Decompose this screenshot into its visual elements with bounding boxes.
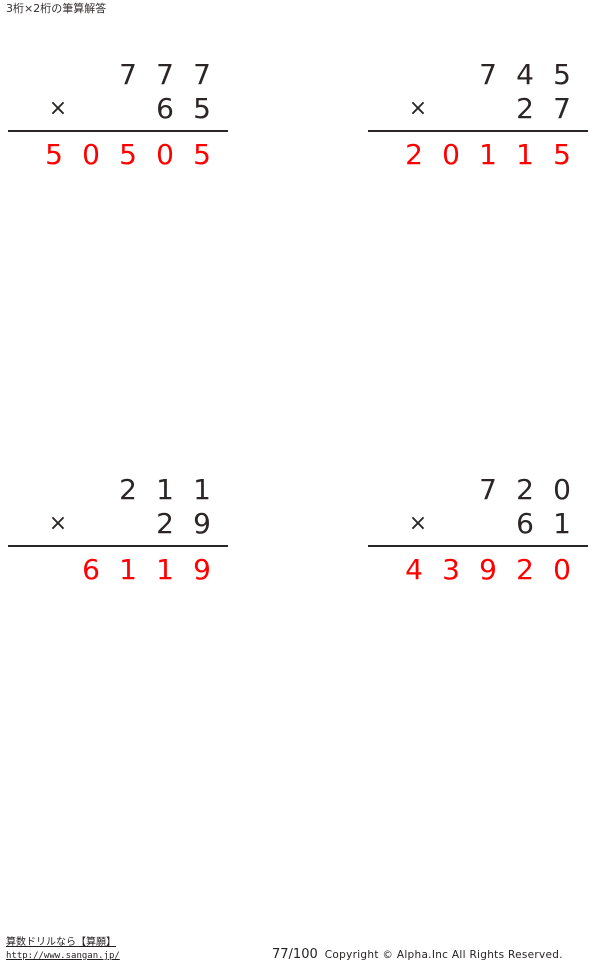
digit-cell: 2: [516, 92, 534, 125]
answer-digit-cell: 2: [405, 138, 423, 171]
problem-bottom-right: 7 2 0 × 6 1 4 3 9 2 0: [360, 473, 592, 593]
multiply-operator-icon: ×: [48, 511, 68, 536]
problem-top-left: 7 7 7 × 6 5 5 0 5 0 5: [0, 58, 232, 178]
answer-digit-cell: 1: [516, 138, 534, 171]
digit-cell: 7: [156, 58, 174, 91]
digit-cell: 1: [193, 473, 211, 506]
multiplier-row: 6 5: [0, 92, 232, 126]
digit-cell: 2: [119, 473, 137, 506]
calculation-rule: [8, 130, 228, 132]
digit-cell: 7: [479, 473, 497, 506]
answer-row: 2 0 1 1 5: [360, 138, 592, 172]
multiplicand-row: 7 7 7: [0, 58, 232, 92]
answer-row: 6 1 1 9: [0, 553, 232, 587]
digit-cell: 2: [156, 507, 174, 540]
multiply-operator-icon: ×: [408, 511, 428, 536]
multiply-operator-icon: ×: [408, 96, 428, 121]
footer-site-credit: 算数ドリルなら【算願】 http://www.sangan.jp/: [6, 936, 120, 963]
multiplicand-row: 7 2 0: [360, 473, 592, 507]
digit-cell: 4: [516, 58, 534, 91]
digit-cell: 6: [156, 92, 174, 125]
answer-digit-cell: 5: [553, 138, 571, 171]
answer-digit-cell: 5: [119, 138, 137, 171]
answer-digit-cell: 1: [479, 138, 497, 171]
digit-cell: 0: [553, 473, 571, 506]
answer-digit-cell: 5: [193, 138, 211, 171]
digit-cell: 6: [516, 507, 534, 540]
calculation-rule: [368, 130, 588, 132]
digit-cell: 2: [516, 473, 534, 506]
multiplicand-row: 2 1 1: [0, 473, 232, 507]
multiplier-row: 2 7: [360, 92, 592, 126]
digit-cell: 7: [479, 58, 497, 91]
page-number: 77/100: [272, 947, 318, 962]
answer-digit-cell: 0: [156, 138, 174, 171]
problem-bottom-left: 2 1 1 × 2 9 6 1 1 9: [0, 473, 232, 593]
page-footer: 算数ドリルなら【算願】 http://www.sangan.jp/ 77/100…: [0, 934, 600, 968]
footer-site-name: 算数ドリルなら【算願】: [6, 937, 116, 948]
digit-cell: 7: [553, 92, 571, 125]
answer-row: 5 0 5 0 5: [0, 138, 232, 172]
calculation-rule: [8, 545, 228, 547]
digit-cell: 9: [193, 507, 211, 540]
problem-top-right: 7 4 5 × 2 7 2 0 1 1 5: [360, 58, 592, 178]
multiplicand-row: 7 4 5: [360, 58, 592, 92]
answer-digit-cell: 0: [553, 553, 571, 586]
answer-digit-cell: 6: [82, 553, 100, 586]
answer-digit-cell: 4: [405, 553, 423, 586]
digit-cell: 1: [156, 473, 174, 506]
digit-cell: 7: [193, 58, 211, 91]
multiply-operator-icon: ×: [48, 96, 68, 121]
digit-cell: 5: [553, 58, 571, 91]
digit-cell: 1: [553, 507, 571, 540]
footer-site-url-link[interactable]: http://www.sangan.jp/: [6, 951, 120, 961]
answer-digit-cell: 9: [479, 553, 497, 586]
answer-digit-cell: 1: [156, 553, 174, 586]
answer-digit-cell: 5: [45, 138, 63, 171]
copyright-notice: Copyright © Alpha.Inc All Rights Reserve…: [324, 949, 563, 961]
calculation-rule: [368, 545, 588, 547]
multiplier-row: 2 9: [0, 507, 232, 541]
footer-right-block: 77/100 Copyright © Alpha.Inc All Rights …: [272, 948, 563, 962]
multiplier-row: 6 1: [360, 507, 592, 541]
answer-digit-cell: 1: [119, 553, 137, 586]
answer-digit-cell: 9: [193, 553, 211, 586]
answer-row: 4 3 9 2 0: [360, 553, 592, 587]
answer-digit-cell: 2: [516, 553, 534, 586]
digit-cell: 5: [193, 92, 211, 125]
digit-cell: 7: [119, 58, 137, 91]
answer-digit-cell: 0: [442, 138, 460, 171]
answer-digit-cell: 0: [82, 138, 100, 171]
answer-digit-cell: 3: [442, 553, 460, 586]
page-title: 3桁×2桁の筆算解答: [6, 2, 107, 15]
